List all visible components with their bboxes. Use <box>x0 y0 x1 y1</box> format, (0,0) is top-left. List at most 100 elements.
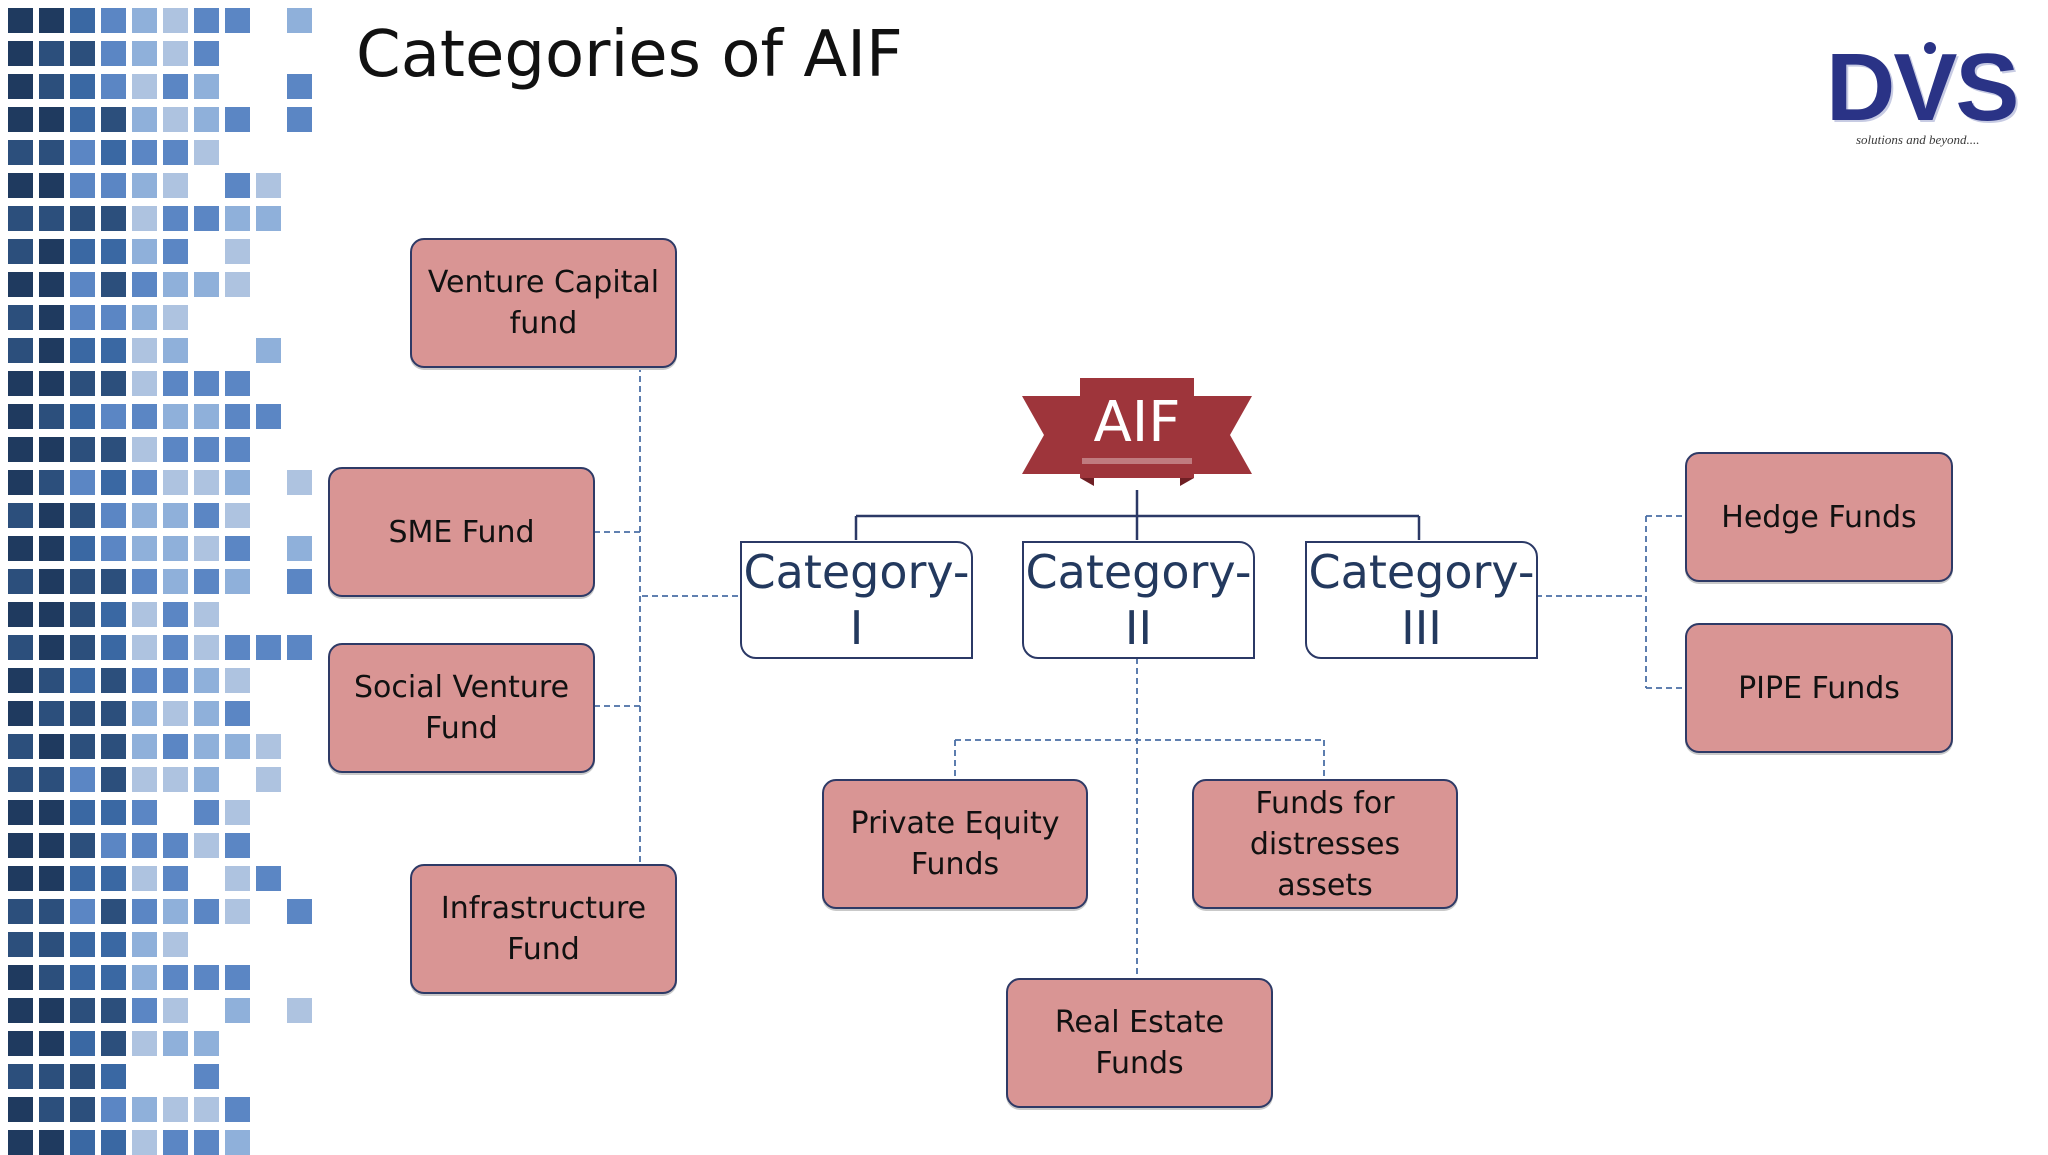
mosaic-square <box>39 371 64 396</box>
mosaic-square <box>256 635 281 660</box>
private-equity-funds-node: Private Equity Funds <box>822 779 1088 909</box>
mosaic-square <box>256 866 281 891</box>
mosaic-square <box>163 140 188 165</box>
mosaic-square <box>70 503 95 528</box>
infrastructure-fund-label: Infrastructure Fund <box>440 891 647 967</box>
mosaic-square <box>70 536 95 561</box>
venture-capital-fund-node: Venture Capital fund <box>410 238 677 368</box>
category-2-box: Category- II <box>1022 541 1255 659</box>
mosaic-square <box>39 8 64 33</box>
mosaic-square <box>39 470 64 495</box>
mosaic-square <box>225 833 250 858</box>
mosaic-square <box>194 41 219 66</box>
mosaic-square <box>70 569 95 594</box>
mosaic-square <box>39 437 64 462</box>
mosaic-square <box>132 140 157 165</box>
mosaic-square <box>101 668 126 693</box>
mosaic-square <box>194 140 219 165</box>
category-3-label: Category- III <box>1308 545 1535 655</box>
mosaic-square <box>163 1031 188 1056</box>
mosaic-square <box>225 899 250 924</box>
mosaic-square <box>132 965 157 990</box>
mosaic-square <box>101 932 126 957</box>
mosaic-square <box>101 140 126 165</box>
mosaic-square <box>101 371 126 396</box>
mosaic-square <box>132 371 157 396</box>
mosaic-square <box>101 1031 126 1056</box>
mosaic-square <box>225 173 250 198</box>
mosaic-square <box>101 767 126 792</box>
mosaic-square <box>70 305 95 330</box>
mosaic-square <box>225 470 250 495</box>
mosaic-square <box>225 536 250 561</box>
mosaic-square <box>8 404 33 429</box>
mosaic-square <box>39 272 64 297</box>
mosaic-square <box>70 668 95 693</box>
mosaic-square <box>101 800 126 825</box>
mosaic-square <box>225 8 250 33</box>
mosaic-square <box>39 1097 64 1122</box>
mosaic-square <box>194 767 219 792</box>
mosaic-square <box>101 998 126 1023</box>
mosaic-square <box>101 734 126 759</box>
mosaic-square <box>39 1064 64 1089</box>
mosaic-square <box>163 668 188 693</box>
category-3-box: Category- III <box>1305 541 1538 659</box>
mosaic-square <box>101 536 126 561</box>
mosaic-square <box>132 1130 157 1155</box>
mosaic-square <box>163 932 188 957</box>
mosaic-square <box>70 140 95 165</box>
sme-fund-label: SME Fund <box>388 514 535 550</box>
mosaic-square <box>101 1130 126 1155</box>
mosaic-square <box>225 503 250 528</box>
mosaic-square <box>163 272 188 297</box>
mosaic-square <box>101 503 126 528</box>
mosaic-square <box>132 173 157 198</box>
mosaic-square <box>225 965 250 990</box>
sme-fund-node: SME Fund <box>328 467 595 597</box>
mosaic-square <box>225 701 250 726</box>
mosaic-square <box>225 371 250 396</box>
mosaic-square <box>39 404 64 429</box>
mosaic-square <box>194 437 219 462</box>
mosaic-square <box>163 107 188 132</box>
logo-tagline: solutions and beyond.... <box>1856 132 1980 147</box>
mosaic-square <box>163 371 188 396</box>
mosaic-square <box>194 668 219 693</box>
mosaic-square <box>101 239 126 264</box>
real-estate-funds-label: Real Estate Funds <box>1054 1005 1225 1081</box>
mosaic-square <box>39 767 64 792</box>
mosaic-square <box>163 866 188 891</box>
mosaic-square <box>256 404 281 429</box>
mosaic-square <box>70 932 95 957</box>
venture-capital-fund-label: Venture Capital fund <box>427 265 660 341</box>
mosaic-square <box>287 536 312 561</box>
aif-label: AIF <box>1093 390 1181 455</box>
mosaic-square <box>132 338 157 363</box>
mosaic-square <box>70 800 95 825</box>
mosaic-square <box>8 767 33 792</box>
mosaic-square <box>132 866 157 891</box>
mosaic-square <box>101 305 126 330</box>
mosaic-square <box>225 272 250 297</box>
hedge-funds-node: Hedge Funds <box>1685 452 1953 582</box>
mosaic-square <box>132 734 157 759</box>
mosaic-square <box>101 272 126 297</box>
mosaic-square <box>39 602 64 627</box>
mosaic-square <box>194 602 219 627</box>
mosaic-square <box>8 1031 33 1056</box>
mosaic-square <box>8 734 33 759</box>
mosaic-square <box>163 239 188 264</box>
mosaic-square <box>101 206 126 231</box>
mosaic-square <box>163 404 188 429</box>
mosaic-square <box>225 569 250 594</box>
mosaic-square <box>8 899 33 924</box>
mosaic-square <box>132 404 157 429</box>
mosaic-square <box>8 140 33 165</box>
mosaic-square <box>70 239 95 264</box>
mosaic-square <box>101 635 126 660</box>
mosaic-square <box>39 107 64 132</box>
mosaic-square <box>194 371 219 396</box>
mosaic-square <box>163 998 188 1023</box>
mosaic-square <box>39 140 64 165</box>
